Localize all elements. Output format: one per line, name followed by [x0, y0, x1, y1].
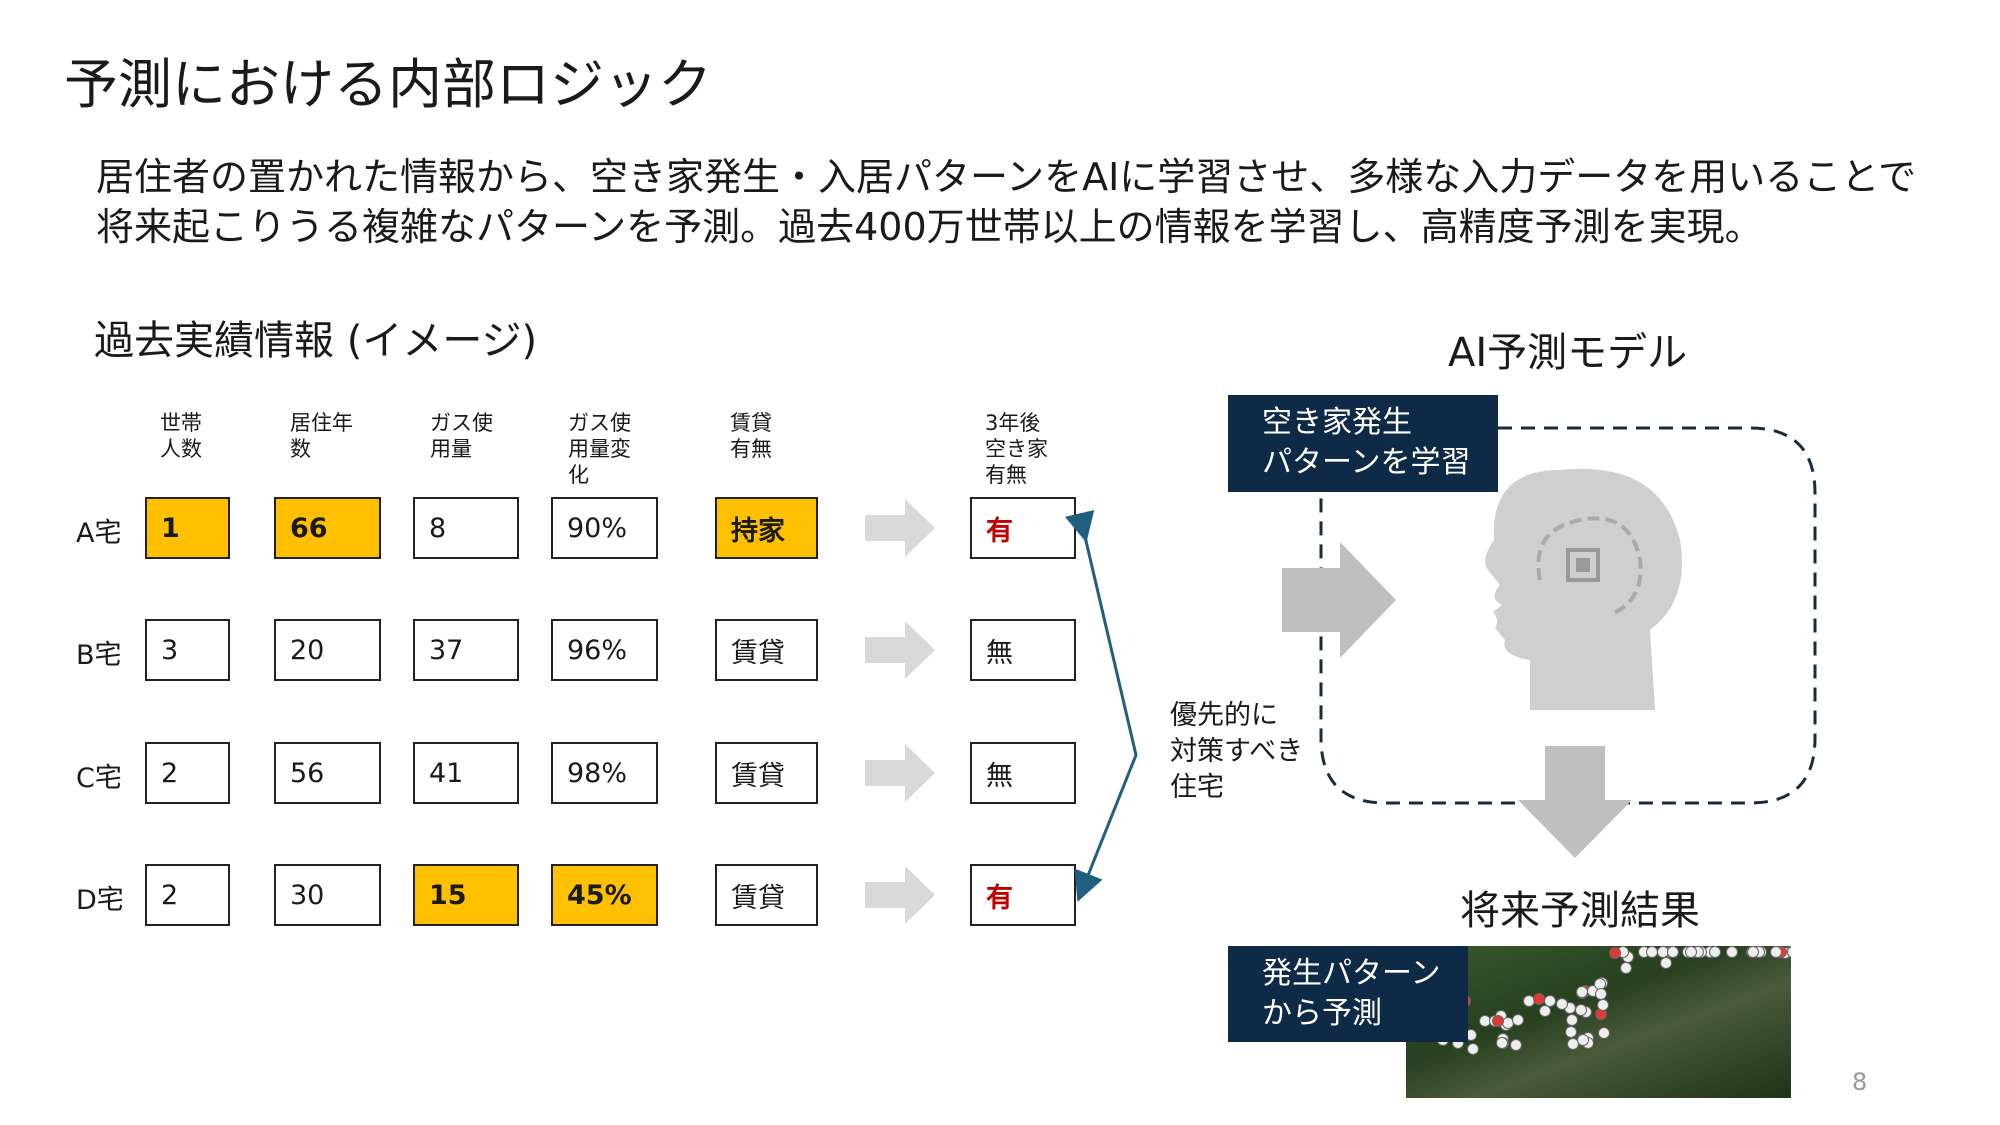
- ai-head-icon: [1485, 468, 1682, 710]
- input-arrow-icon: [1282, 542, 1396, 658]
- future-result-title: 将来予測結果: [1460, 888, 1700, 934]
- map-marker: [1576, 1033, 1589, 1046]
- arrow-right-icon: [865, 497, 935, 559]
- ai-model-title: AI予測モデル: [1448, 330, 1688, 376]
- table-cell: 66: [274, 497, 381, 559]
- table-cell: 37: [413, 619, 519, 681]
- table-cell: 45%: [551, 864, 658, 926]
- table-cell: 3: [145, 619, 230, 681]
- map-marker: [1538, 1004, 1551, 1017]
- row-label: A宅: [76, 518, 122, 549]
- map-marker: [1575, 1004, 1588, 1017]
- slide-title: 予測における内部ロジック: [64, 53, 712, 116]
- priority-bracket: [1064, 509, 1138, 902]
- table-cell: 1: [145, 497, 230, 559]
- result-cell: 有: [970, 864, 1076, 926]
- lead-text: 居住者の置かれた情報から、空き家発生・入居パターンをAIに学習させ、多様な入力デ…: [96, 152, 1916, 252]
- column-header: 居住年 数: [290, 411, 353, 461]
- map-marker: [1491, 1015, 1504, 1028]
- map-marker: [1709, 946, 1722, 958]
- map-marker: [1564, 1025, 1577, 1038]
- table-cell: 56: [274, 742, 381, 804]
- column-header: 世帯 人数: [160, 411, 202, 461]
- map-marker: [1684, 946, 1697, 958]
- map-marker: [1598, 1027, 1611, 1040]
- table-cell: 41: [413, 742, 519, 804]
- table-cell: 96%: [551, 619, 658, 681]
- row-label: D宅: [76, 885, 124, 916]
- table-cell: 90%: [551, 497, 658, 559]
- lead-line-1: 居住者の置かれた情報から、空き家発生・入居パターンをAIに学習させ、多様な入力デ…: [96, 155, 1917, 199]
- row-label: C宅: [76, 763, 122, 794]
- map-marker: [1787, 946, 1791, 958]
- section-title: 過去実績情報 (イメージ): [94, 318, 538, 364]
- lead-line-2: 将来起こりうる複雑なパターンを予測。過去400万世帯以上の情報を学習し、高精度予…: [96, 205, 1763, 249]
- arrow-right-icon: [865, 864, 935, 926]
- map-marker: [1575, 985, 1588, 998]
- map-marker: [1619, 962, 1632, 975]
- table-cell: 賃貸: [715, 742, 818, 804]
- row-label: B宅: [76, 640, 122, 671]
- column-header: 3年後 空き家 有無: [985, 411, 1048, 487]
- predict-pattern-box: 発生パターン から予測: [1228, 946, 1468, 1042]
- table-cell: 30: [274, 864, 381, 926]
- priority-label: 優先的に 対策すべき 住宅: [1170, 700, 1304, 803]
- table-cell: 賃貸: [715, 864, 818, 926]
- map-marker: [1609, 946, 1622, 959]
- map-marker: [1555, 998, 1568, 1011]
- map-marker: [1510, 1039, 1523, 1052]
- table-cell: 15: [413, 864, 519, 926]
- arrow-right-icon: [865, 619, 935, 681]
- map-marker: [1666, 946, 1679, 958]
- map-marker: [1566, 1014, 1579, 1027]
- map-marker: [1646, 946, 1659, 958]
- dashed-model-frame: [1319, 426, 1817, 805]
- map-marker: [1566, 1037, 1579, 1050]
- table-cell: 20: [274, 619, 381, 681]
- map-marker: [1512, 1014, 1525, 1027]
- output-arrow-icon: [1518, 746, 1632, 858]
- map-marker: [1747, 946, 1760, 958]
- map-marker: [1725, 946, 1738, 958]
- prediction-map-image: [1406, 946, 1791, 1098]
- learn-pattern-box: 空き家発生 パターンを学習: [1228, 395, 1498, 492]
- map-marker: [1770, 946, 1783, 958]
- column-header: ガス使 用量: [430, 411, 493, 461]
- result-cell: 有: [970, 497, 1076, 559]
- table-cell: 2: [145, 742, 230, 804]
- arrow-right-icon: [865, 742, 935, 804]
- map-marker: [1595, 987, 1608, 1000]
- map-marker: [1596, 999, 1609, 1012]
- table-cell: 持家: [715, 497, 818, 559]
- column-header: 賃貸 有無: [730, 411, 772, 461]
- map-marker: [1495, 1036, 1508, 1049]
- result-cell: 無: [970, 619, 1076, 681]
- table-cell: 賃貸: [715, 619, 818, 681]
- table-cell: 8: [413, 497, 519, 559]
- map-marker: [1467, 1042, 1480, 1055]
- map-marker: [1533, 993, 1546, 1006]
- page-number: 8: [1852, 1068, 1868, 1096]
- table-cell: 2: [145, 864, 230, 926]
- map-marker: [1660, 957, 1673, 970]
- table-cell: 98%: [551, 742, 658, 804]
- result-cell: 無: [970, 742, 1076, 804]
- column-header: ガス使 用量変 化: [568, 411, 631, 487]
